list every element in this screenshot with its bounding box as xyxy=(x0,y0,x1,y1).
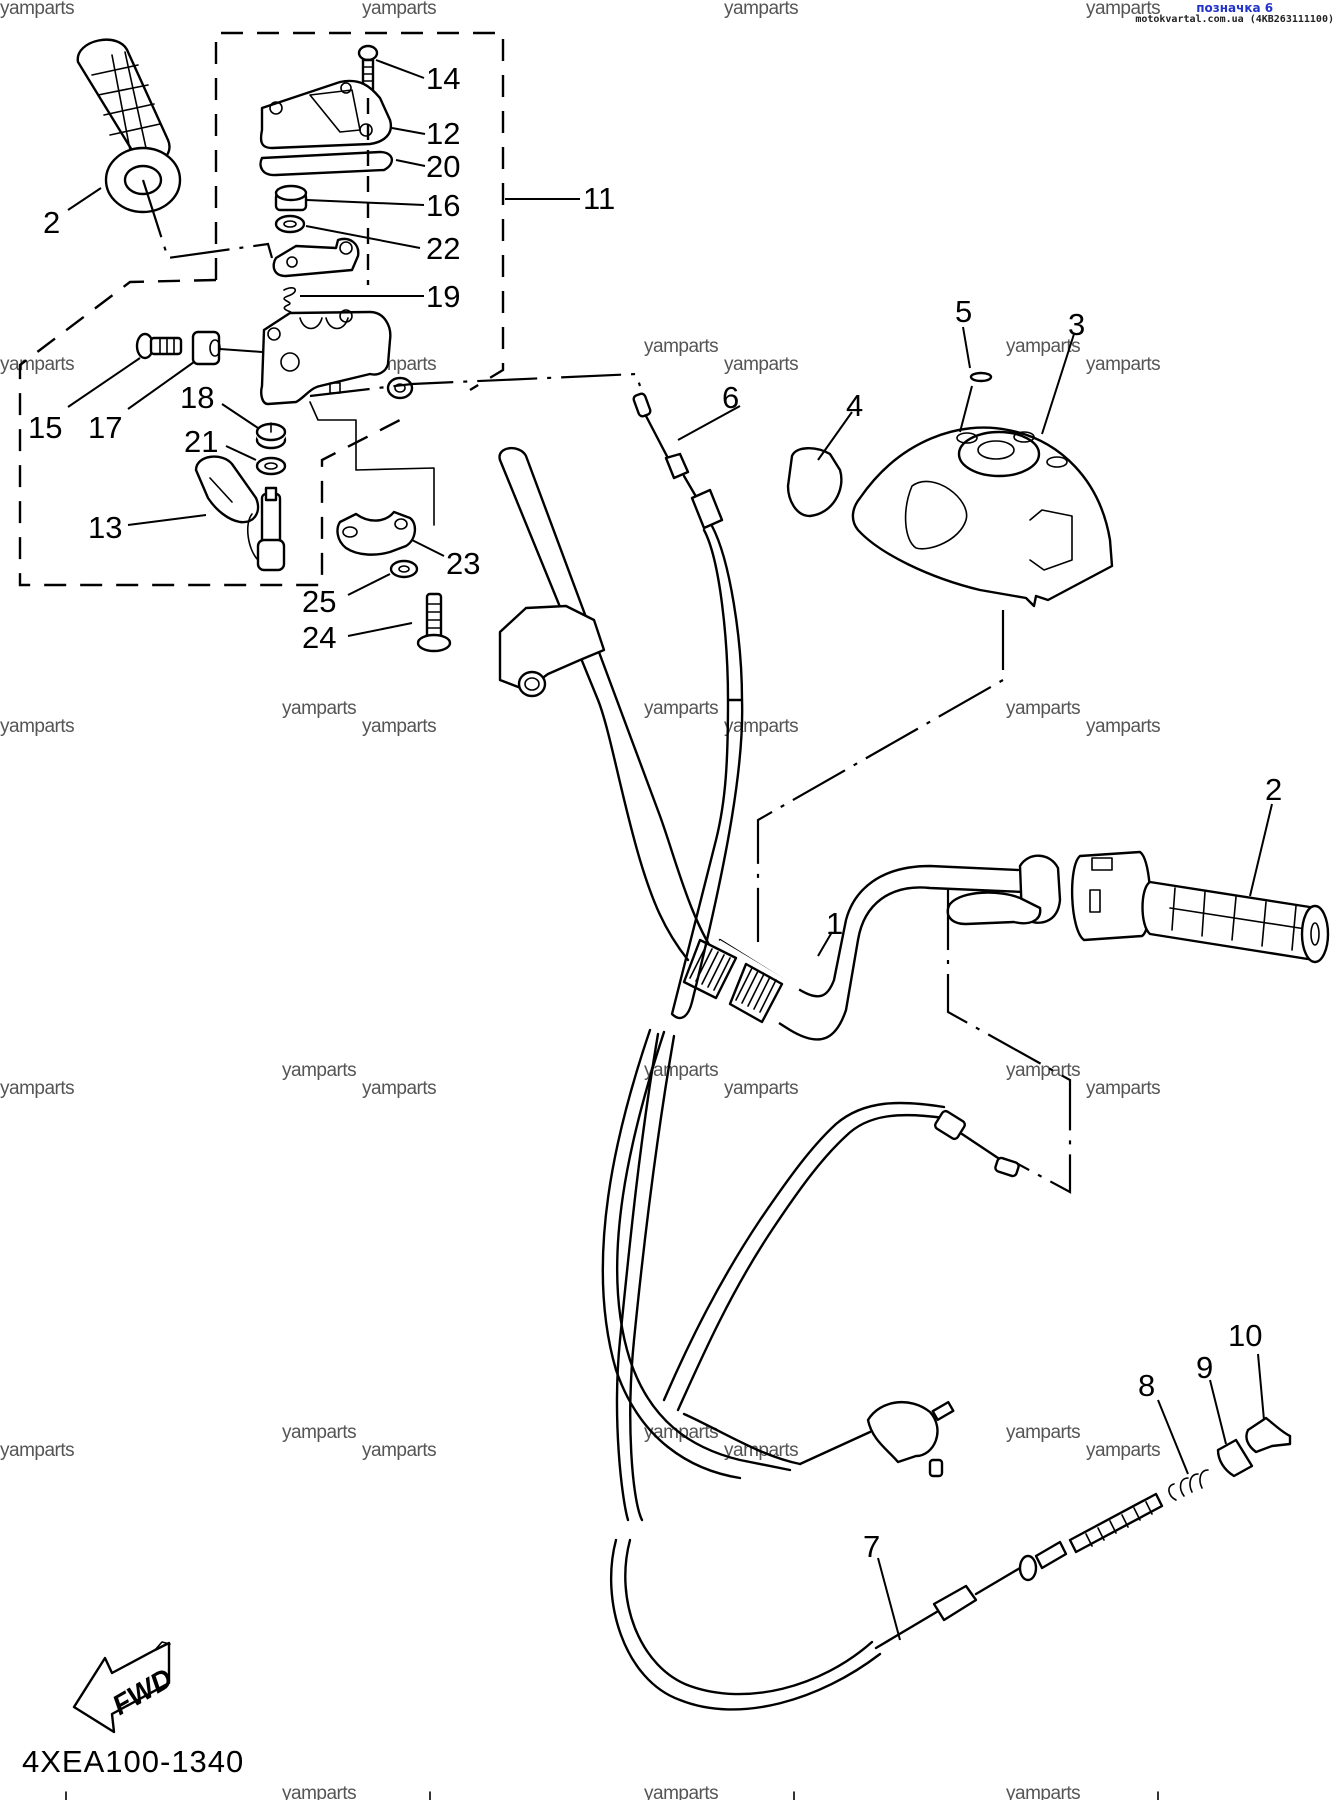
washer-22 xyxy=(274,214,306,234)
watermark-text: yamparts xyxy=(1086,1078,1160,1099)
bolt-24 xyxy=(416,592,452,653)
screw-15 xyxy=(135,332,183,360)
callout-18: 18 xyxy=(180,380,214,415)
callout-2-right: 2 xyxy=(1265,772,1282,807)
gasket-20 xyxy=(259,150,393,177)
watermark-text: yamparts xyxy=(0,1078,74,1099)
nut-17 xyxy=(191,330,221,366)
callout-24: 24 xyxy=(302,620,336,655)
callout-8: 8 xyxy=(1138,1368,1155,1403)
callout-5: 5 xyxy=(955,294,972,329)
watermark-text: yamparts xyxy=(1086,0,1160,19)
callout-12: 12 xyxy=(426,116,460,151)
source-stamp: позначка 6 motokvartal.com.ua (4KB263111… xyxy=(1135,2,1334,25)
watermark-text: yamparts xyxy=(282,698,356,719)
washer-21 xyxy=(255,456,287,476)
watermark-text: yamparts xyxy=(724,1078,798,1099)
clamp-23 xyxy=(336,510,417,556)
watermark-text: yamparts xyxy=(0,1440,74,1461)
watermark-text: yamparts xyxy=(724,716,798,737)
watermark-text: yamparts xyxy=(282,1422,356,1443)
carb-fitting xyxy=(682,1400,955,1478)
callout-14: 14 xyxy=(426,61,460,96)
bookmark-tag: позначка 6 xyxy=(1196,1,1274,15)
watermark-text: yamparts xyxy=(362,1078,436,1099)
washer-25 xyxy=(389,559,419,579)
watermark-text: yamparts xyxy=(0,354,74,375)
handlebar-1 xyxy=(498,447,1026,1041)
callout-15: 15 xyxy=(28,410,62,445)
watermark-text: yamparts xyxy=(1086,1440,1160,1461)
watermark-text: yamparts xyxy=(724,354,798,375)
watermark-text: yamparts xyxy=(0,0,74,19)
callout-23: 23 xyxy=(446,546,480,581)
holder-9 xyxy=(1216,1438,1254,1478)
watermark-text: yamparts xyxy=(1006,1783,1080,1800)
callout-11: 11 xyxy=(583,181,615,216)
o-ring-5 xyxy=(969,371,993,383)
throttle-cable-6 xyxy=(309,372,744,1020)
spring-19 xyxy=(283,287,296,315)
callout-9: 9 xyxy=(1196,1350,1213,1385)
throttle-lever-13 xyxy=(194,455,286,572)
callout-3: 3 xyxy=(1068,307,1085,342)
callout-21: 21 xyxy=(184,424,218,459)
watermark-text: yamparts xyxy=(724,0,798,19)
left-grip xyxy=(67,38,182,214)
cap-4 xyxy=(786,447,843,518)
switch-housing xyxy=(260,309,414,406)
nut-16 xyxy=(274,184,308,212)
watermark-text: yamparts xyxy=(1006,1060,1080,1081)
watermark-text: yamparts xyxy=(282,1783,356,1800)
watermark-text: yamparts xyxy=(1006,698,1080,719)
callout-7: 7 xyxy=(863,1529,880,1564)
watermark-text: yamparts xyxy=(644,1783,718,1800)
callout-4: 4 xyxy=(846,388,863,423)
watermark-text: yamparts xyxy=(644,698,718,719)
handlebar-knurl xyxy=(682,938,784,1024)
watermark-text: yamparts xyxy=(1086,354,1160,375)
callout-13: 13 xyxy=(88,510,122,545)
callout-20: 20 xyxy=(426,149,460,184)
watermark-text: yamparts xyxy=(0,716,74,737)
callout-6: 6 xyxy=(722,380,739,415)
callout-22: 22 xyxy=(426,231,460,266)
watermark-text: yamparts xyxy=(644,1060,718,1081)
callout-25: 25 xyxy=(302,584,336,619)
watermarks: yamparts yamparts yamparts yamparts yamparts… xyxy=(0,0,1161,1800)
diagram-code: 4XEA100-1340 xyxy=(22,1744,244,1779)
watermark-text: yamparts xyxy=(1006,1422,1080,1443)
adjusting-nut-10 xyxy=(1245,1416,1292,1454)
callout-2-left: 2 xyxy=(43,205,60,240)
watermark-text: yamparts xyxy=(362,0,436,19)
watermark-text: yamparts xyxy=(282,1060,356,1081)
fwd-arrow-icon: FWD xyxy=(72,1641,178,1734)
callout-19: 19 xyxy=(426,279,460,314)
watermark-text: yamparts xyxy=(1006,336,1080,357)
watermark-text: yamparts xyxy=(362,1440,436,1461)
switch-cover-12 xyxy=(259,79,393,150)
callout-1: 1 xyxy=(826,906,843,941)
cable-7 xyxy=(874,1492,1164,1650)
washer-18 xyxy=(255,422,287,450)
watermark-text: yamparts xyxy=(362,716,436,737)
right-grip xyxy=(1141,880,1330,964)
throttle-housing xyxy=(946,850,1152,942)
switch-cover-3 xyxy=(851,426,1114,608)
source-reference: motokvartal.com.ua (4KB263111100) xyxy=(1135,13,1334,25)
watermark-text: yamparts xyxy=(1086,716,1160,737)
callout-16: 16 xyxy=(426,188,460,223)
spring-8 xyxy=(1168,1469,1209,1501)
switch-plate xyxy=(272,237,360,278)
watermark-text: yamparts xyxy=(644,336,718,357)
callout-17: 17 xyxy=(88,410,122,445)
callout-10: 10 xyxy=(1228,1318,1262,1353)
